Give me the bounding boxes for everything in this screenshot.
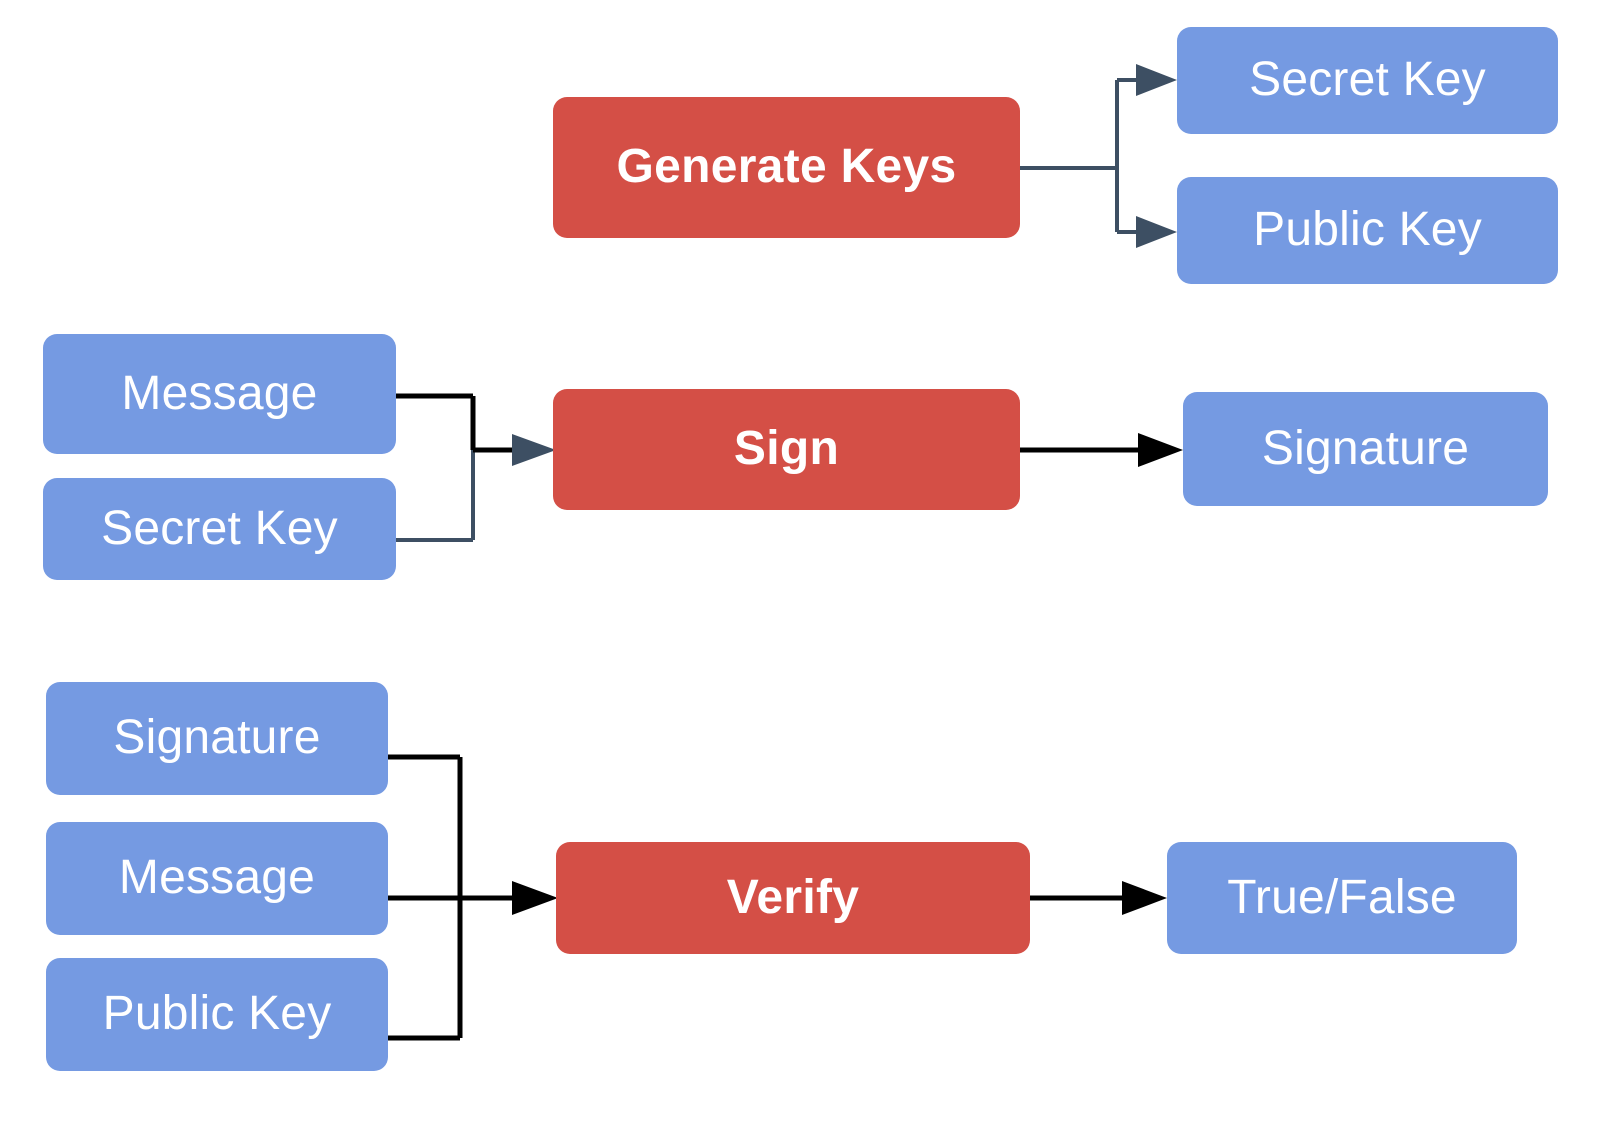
edge-sign-to-signature bbox=[1020, 433, 1183, 467]
node-sign-input-message[interactable]: Message bbox=[43, 334, 396, 454]
arrowhead-sign bbox=[512, 434, 556, 466]
node-true-false-output[interactable]: True/False bbox=[1167, 842, 1517, 954]
edge-generatekeys-to-keys bbox=[1020, 64, 1177, 248]
node-verify-input-message[interactable]: Message bbox=[46, 822, 388, 935]
node-generate-keys[interactable]: Generate Keys bbox=[553, 97, 1020, 238]
edge-verifyinputs-to-verify bbox=[388, 754, 558, 1041]
arrowhead-public-key bbox=[1136, 216, 1177, 248]
arrowhead-result bbox=[1122, 881, 1167, 915]
node-public-key-output[interactable]: Public Key bbox=[1177, 177, 1558, 284]
arrowhead-signature bbox=[1138, 433, 1183, 467]
node-secret-key-output[interactable]: Secret Key bbox=[1177, 27, 1558, 134]
node-signature-output[interactable]: Signature bbox=[1183, 392, 1548, 506]
node-verify-input-public-key[interactable]: Public Key bbox=[46, 958, 388, 1071]
node-verify[interactable]: Verify bbox=[556, 842, 1030, 954]
node-sign-input-secret-key[interactable]: Secret Key bbox=[43, 478, 396, 580]
node-verify-input-signature[interactable]: Signature bbox=[46, 682, 388, 795]
edge-verify-to-result bbox=[1030, 881, 1167, 915]
arrowhead-secret-key bbox=[1136, 64, 1177, 96]
edge-signinputs-to-sign bbox=[396, 393, 556, 542]
arrowhead-verify bbox=[512, 881, 558, 915]
node-sign[interactable]: Sign bbox=[553, 389, 1020, 510]
